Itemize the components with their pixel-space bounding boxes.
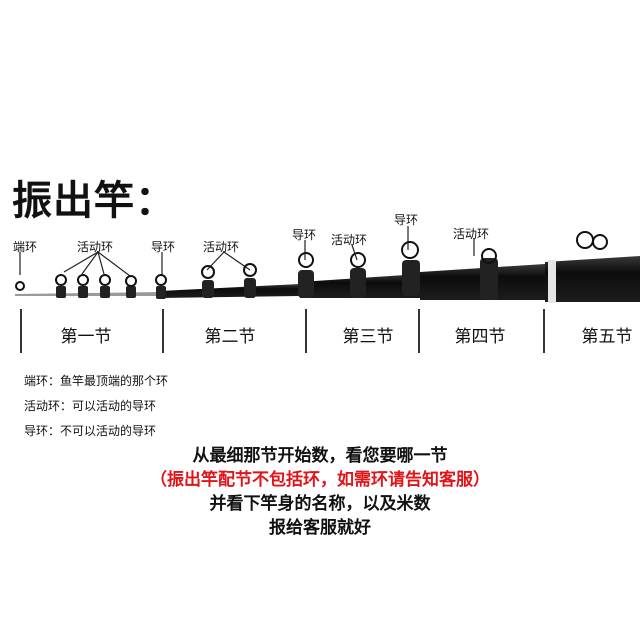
guide-ring-label-2: 导环: [292, 228, 317, 242]
section-label-5: 第五节: [581, 327, 633, 347]
legend-tip-ring: 端环：鱼竿最顶端的那个环: [24, 374, 169, 388]
section-divider: [162, 309, 164, 353]
section-label-4: 第四节: [454, 327, 506, 347]
legend-guide-ring: 导环：不可以活动的导环: [24, 424, 157, 438]
sliding-ring-label-3: 活动环: [331, 233, 368, 247]
section-divider: [543, 309, 545, 353]
section-label-1: 第一节: [60, 327, 112, 347]
sliding-ring-label-2: 活动环: [203, 240, 240, 254]
section-divider: [20, 309, 22, 353]
section-label-3: 第三节: [342, 327, 394, 347]
section-divider: [305, 309, 307, 353]
rod-body: [15, 256, 640, 303]
page-title: 振出竿：: [12, 178, 176, 224]
sliding-ring-label-4: 活动环: [453, 227, 490, 241]
instruction-line-4: 报给客服就好: [269, 518, 371, 538]
telescopic-rod-illustration: [15, 226, 640, 303]
sliding-ring-label-1: 活动环: [77, 240, 114, 254]
guide-ring-label-1: 导环: [151, 240, 176, 254]
rod-joints: [56, 258, 498, 300]
instruction-line-2: （振出竿配节不包括环，如需环请告知客服）: [150, 470, 490, 490]
ring-guides: [15, 231, 608, 291]
legend-sliding-ring: 活动环：可以活动的导环: [24, 399, 157, 413]
instruction-line-1: 从最细那节开始数，看您要哪一节: [192, 446, 448, 466]
guide-ring-label-3: 导环: [394, 213, 419, 227]
tip-ring-label: 端环: [13, 240, 38, 254]
section-label-2: 第二节: [204, 327, 256, 347]
instruction-line-3: 并看下竿身的名称，以及米数: [209, 494, 431, 514]
section-divider: [418, 309, 420, 353]
